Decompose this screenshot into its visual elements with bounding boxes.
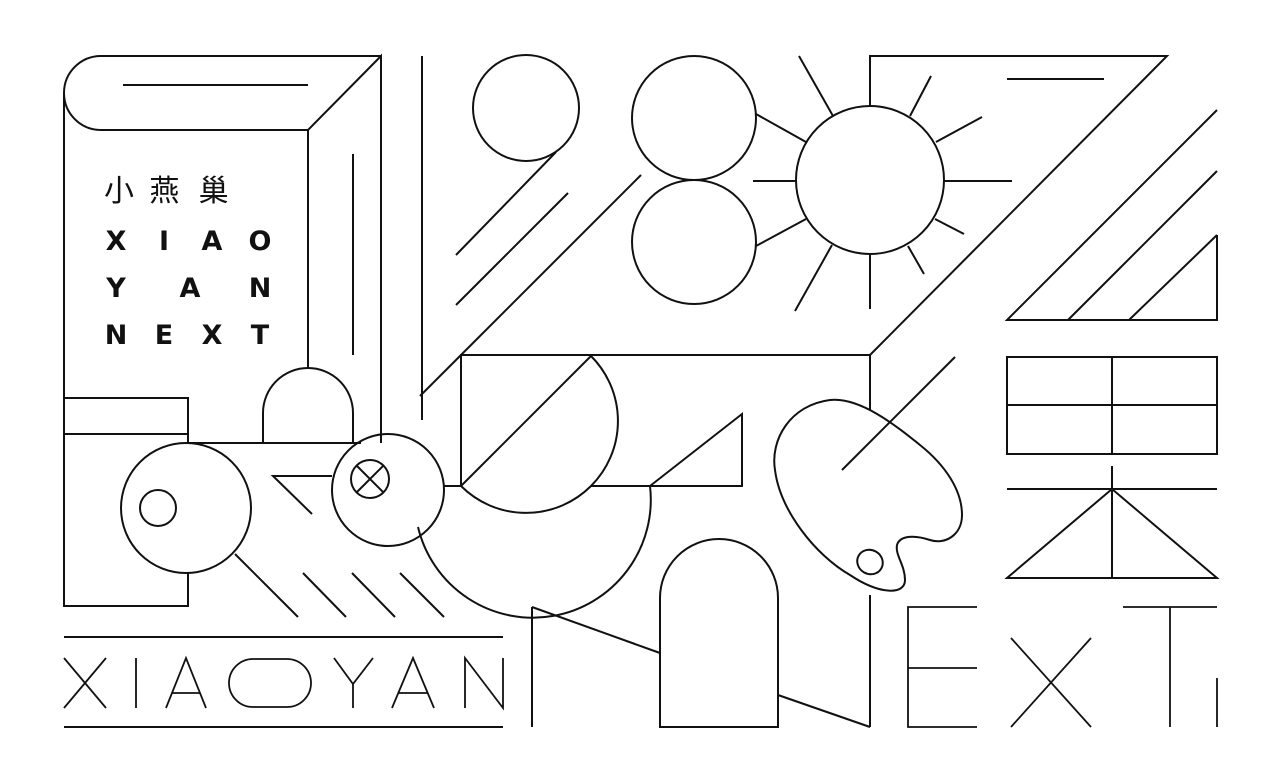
letter: I [158, 226, 170, 257]
letter: T [250, 320, 270, 351]
numeral-nine-icon [455, 54, 642, 356]
numeral-eight-icon [631, 55, 757, 305]
letter: E [154, 320, 174, 351]
crossed-circle-icon [331, 433, 461, 547]
letter: X [105, 226, 127, 257]
letters-row-1: X I A O [104, 226, 272, 257]
letter: Y [106, 273, 126, 304]
xiaoyan-wordmark [63, 636, 504, 728]
left-eye-icon [120, 442, 252, 574]
central-box-icon [417, 354, 871, 728]
letter: X [201, 320, 223, 351]
chinese-title: 小 燕 巢 [104, 166, 272, 210]
numeral-seven-icon [869, 55, 1170, 356]
chinese-char: 巢 [198, 174, 229, 209]
stripes-triangle-icon [1004, 109, 1218, 321]
tent-icon [1004, 466, 1220, 579]
letter [152, 273, 176, 304]
scroll-panel-icon [63, 53, 382, 607]
grid-box-icon [1006, 356, 1218, 455]
sun-icon [753, 55, 1012, 312]
letter: A [179, 273, 201, 304]
palette-icon [773, 356, 964, 592]
letter: N [248, 273, 272, 304]
letters-row-2: Y A N [104, 273, 272, 304]
chinese-char: 小 [104, 174, 134, 209]
hatch-lines [234, 475, 445, 618]
next-wordmark [907, 606, 1218, 728]
letter: O [248, 226, 272, 257]
letters-row-3: N E X T [104, 320, 272, 351]
letter: N [104, 320, 128, 351]
letter: A [201, 226, 223, 257]
chinese-char: 燕 [149, 174, 180, 209]
